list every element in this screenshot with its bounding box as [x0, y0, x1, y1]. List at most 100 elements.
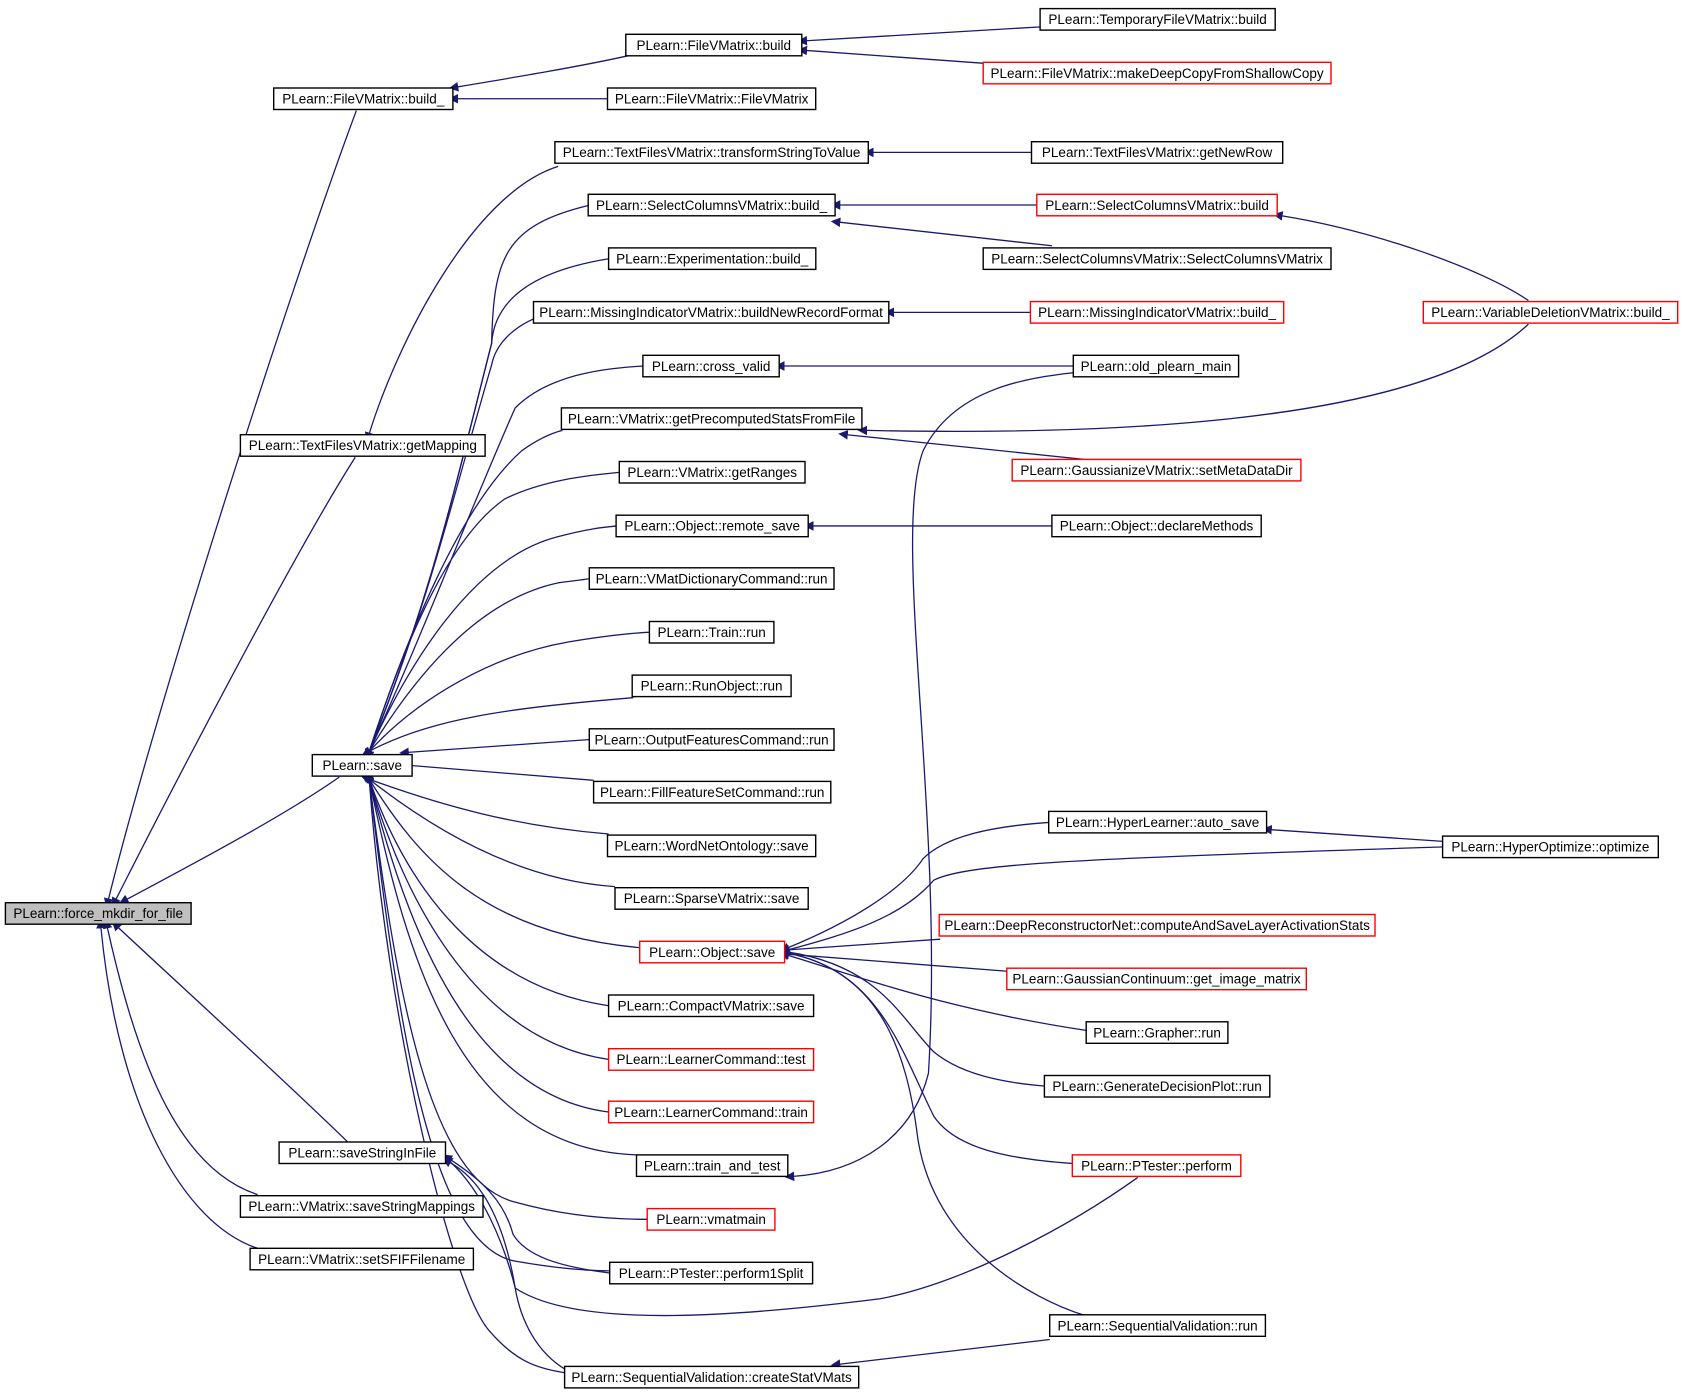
edge-obj_save-to-gdp_run	[779, 947, 1047, 1087]
node-label: PLearn::FileVMatrix::build_	[282, 92, 445, 107]
edge-save-to-cross_valid	[365, 365, 645, 760]
node-label: PLearn::save	[323, 758, 403, 773]
edge-tfvm_getMapping-to-tfvm_transform	[364, 165, 559, 442]
node-label: PLearn::VMatrix::getPrecomputedStatsFrom…	[568, 411, 855, 426]
node-obj-save[interactable]: PLearn::Object::save	[639, 940, 786, 964]
node-runobj-run[interactable]: PLearn::RunObject::run	[631, 674, 792, 698]
node-mivm-build-[interactable]: PLearn::MissingIndicatorVMatrix::build_	[1029, 300, 1285, 324]
node-old-plearn-main[interactable]: PLearn::old_plearn_main	[1072, 354, 1240, 378]
node-label: PLearn::WordNetOntology::save	[615, 839, 809, 854]
node-label: PLearn::Object::declareMethods	[1060, 519, 1254, 534]
node-label: PLearn::FileVMatrix::FileVMatrix	[615, 92, 809, 107]
node-label: PLearn::RunObject::run	[641, 679, 783, 694]
edge-train_and_test-to-old_plearn_main	[784, 371, 1076, 1182]
node-fvm-build-[interactable]: PLearn::FileVMatrix::build_	[273, 87, 454, 111]
node-outfeat-run[interactable]: PLearn::OutputFeaturesCommand::run	[588, 728, 835, 751]
node-vm-getPrecomp[interactable]: PLearn::VMatrix::getPrecomputedStatsFrom…	[560, 407, 863, 431]
edge-save-to-vmatmain	[364, 770, 648, 1220]
node-label: PLearn::train_and_test	[644, 1158, 781, 1173]
edge-save-to-train_run	[363, 631, 651, 758]
node-exp-build-[interactable]: PLearn::Experimentation::build_	[607, 247, 817, 271]
node-lc-train[interactable]: PLearn::LearnerCommand::train	[607, 1100, 815, 1124]
node-sparsevm-save[interactable]: PLearn::SparseVMatrix::save	[614, 887, 809, 910]
node-vm-setSFIFFilename[interactable]: PLearn::VMatrix::setSFIFFilename	[249, 1247, 475, 1271]
node-scvm-ctor[interactable]: PLearn::SelectColumnsVMatrix::SelectColu…	[982, 247, 1332, 271]
node-label: PLearn::VMatrix::saveStringMappings	[248, 1199, 475, 1214]
node-label: PLearn::GaussianContinuum::get_image_mat…	[1012, 972, 1300, 987]
node-box	[249, 1247, 475, 1271]
node-box	[1048, 1314, 1267, 1338]
node-fillfeat-run[interactable]: PLearn::FillFeatureSetCommand::run	[592, 780, 832, 804]
edge-save-to-fillfeat_run	[399, 760, 594, 781]
node-root[interactable]: PLearn::force_mkdir_for_file	[4, 902, 192, 925]
node-saveStringInFile[interactable]: PLearn::saveStringInFile	[278, 1141, 447, 1165]
node-box	[239, 1194, 484, 1218]
node-box	[606, 87, 817, 111]
node-label: PLearn::SelectColumnsVMatrix::SelectColu…	[991, 252, 1323, 267]
node-label: PLearn::PTester::perform1Split	[619, 1266, 804, 1281]
node-fvm-deepcopy[interactable]: PLearn::FileVMatrix::makeDeepCopyFromSha…	[982, 61, 1332, 85]
edge-root-to-save	[118, 776, 340, 904]
edge-obj_save-to-ho_optimize	[779, 846, 1445, 955]
node-label: PLearn::saveStringInFile	[288, 1146, 436, 1161]
node-label: PLearn::force_mkdir_for_file	[13, 906, 183, 921]
node-box	[607, 1100, 815, 1124]
edge-scvm_build_-to-scvm_ctor	[830, 217, 1052, 247]
edge-save-to-train_and_test	[364, 770, 637, 1156]
node-vm-saveStringMappings[interactable]: PLearn::VMatrix::saveStringMappings	[239, 1194, 484, 1218]
node-vm-getRanges[interactable]: PLearn::VMatrix::getRanges	[618, 460, 806, 484]
edge-save-to-compactvm_save	[364, 771, 609, 1007]
node-box	[554, 140, 870, 164]
node-gvm-setMeta[interactable]: PLearn::GaussianizeVMatrix::setMetaDataD…	[1011, 458, 1302, 482]
node-box	[1047, 810, 1268, 834]
node-box	[588, 728, 835, 751]
node-box	[1039, 7, 1276, 31]
node-label: PLearn::VMatrix::setSFIFFilename	[258, 1252, 465, 1267]
edge-save-to-scvm_build_	[365, 204, 591, 760]
node-vmatdict-run[interactable]: PLearn::VMatDictionaryCommand::run	[588, 567, 835, 590]
node-train-and-test[interactable]: PLearn::train_and_test	[635, 1154, 789, 1178]
edge-fvm_build-to-fvm_deepcopy	[797, 45, 985, 64]
node-gc-get-image[interactable]: PLearn::GaussianContinuum::get_image_mat…	[1006, 967, 1307, 991]
node-vdvm-build-[interactable]: PLearn::VariableDeletionVMatrix::build_	[1422, 300, 1679, 324]
node-vmatmain[interactable]: PLearn::vmatmain	[646, 1207, 776, 1231]
node-sv-createStat[interactable]: PLearn::SequentialValidation::createStat…	[563, 1365, 860, 1389]
node-box	[1029, 300, 1285, 324]
edges-layer	[96, 26, 1529, 1374]
node-box	[646, 1207, 776, 1231]
node-cross-valid[interactable]: PLearn::cross_valid	[642, 354, 780, 378]
node-fvm-build[interactable]: PLearn::FileVMatrix::build	[625, 33, 803, 57]
node-wordnet-save[interactable]: PLearn::WordNetOntology::save	[606, 834, 817, 858]
node-label: PLearn::Train::run	[657, 625, 765, 640]
node-scvm-build[interactable]: PLearn::SelectColumnsVMatrix::build	[1036, 193, 1278, 217]
node-train-run[interactable]: PLearn::Train::run	[648, 620, 775, 644]
node-tmpfvm-build[interactable]: PLearn::TemporaryFileVMatrix::build	[1039, 7, 1276, 31]
node-gdp-run[interactable]: PLearn::GenerateDecisionPlot::run	[1043, 1074, 1271, 1098]
node-drn-compute[interactable]: PLearn::DeepReconstructorNet::computeAnd…	[938, 913, 1376, 937]
node-ho-optimize[interactable]: PLearn::HyperOptimize::optimize	[1441, 835, 1659, 859]
node-sv-run[interactable]: PLearn::SequentialValidation::run	[1048, 1314, 1267, 1338]
node-obj-declareMethods[interactable]: PLearn::Object::declareMethods	[1051, 514, 1262, 538]
node-hl-auto-save[interactable]: PLearn::HyperLearner::auto_save	[1047, 810, 1268, 834]
node-obj-remote-save[interactable]: PLearn::Object::remote_save	[615, 514, 809, 538]
node-grapher-run[interactable]: PLearn::Grapher::run	[1085, 1021, 1229, 1044]
node-lc-test[interactable]: PLearn::LearnerCommand::test	[607, 1047, 815, 1071]
node-label: PLearn::FillFeatureSetCommand::run	[600, 785, 824, 800]
node-ptester-perform1[interactable]: PLearn::PTester::perform1Split	[609, 1261, 814, 1285]
node-compactvm-save[interactable]: PLearn::CompactVMatrix::save	[607, 994, 815, 1018]
node-box	[239, 434, 486, 457]
node-mivm-buildNew[interactable]: PLearn::MissingIndicatorVMatrix::buildNe…	[532, 300, 890, 324]
node-tfvm-getNewRow[interactable]: PLearn::TextFilesVMatrix::getNewRow	[1030, 140, 1284, 164]
edge-obj_save-to-grapher_run	[779, 950, 1087, 1032]
node-save[interactable]: PLearn::save	[311, 753, 413, 777]
node-fvm-ctor[interactable]: PLearn::FileVMatrix::FileVMatrix	[606, 87, 817, 111]
node-scvm-build-[interactable]: PLearn::SelectColumnsVMatrix::build_	[587, 193, 836, 217]
node-box	[648, 620, 775, 644]
node-ptester-perform[interactable]: PLearn::PTester::perform	[1071, 1154, 1242, 1178]
node-tfvm-transform[interactable]: PLearn::TextFilesVMatrix::transformStrin…	[554, 140, 870, 164]
node-box	[560, 407, 863, 431]
edge-vm_getPrecomp-to-gvm_setMeta	[838, 429, 1085, 461]
node-box	[1011, 458, 1302, 482]
node-label: PLearn::old_plearn_main	[1081, 359, 1232, 374]
node-tfvm-getMapping[interactable]: PLearn::TextFilesVMatrix::getMapping	[239, 434, 486, 457]
